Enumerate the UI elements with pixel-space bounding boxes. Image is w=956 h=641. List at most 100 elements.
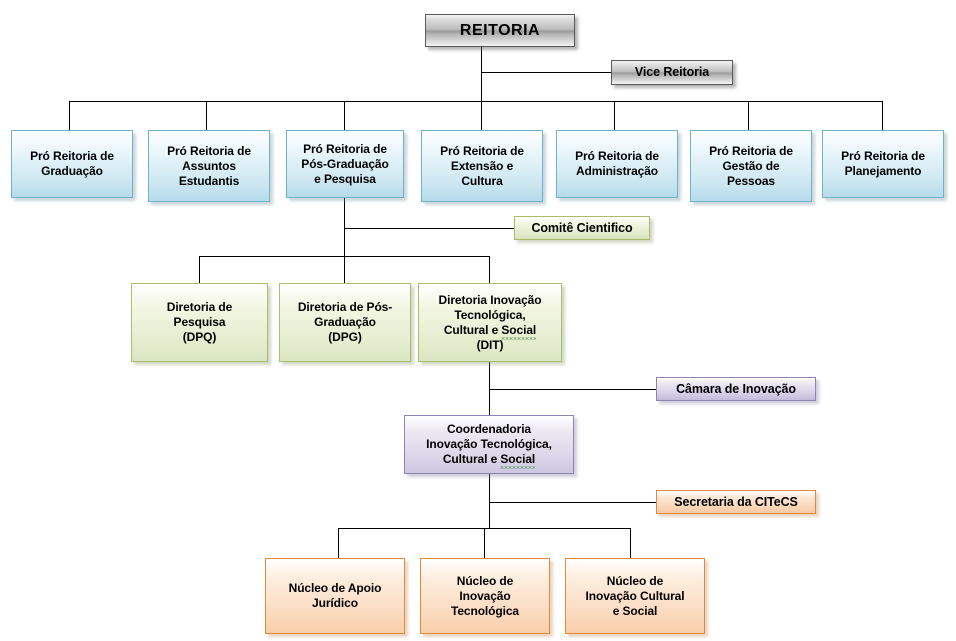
connector-root-to-vice <box>481 72 611 73</box>
node-line: Tecnológica, <box>454 307 526 322</box>
node-comite-cientifico[interactable]: Comitê Cientifico <box>514 216 650 240</box>
node-line: Pró Reitoria de <box>841 149 925 163</box>
node-line: Extensão e <box>450 158 514 173</box>
node-label: Pró Reitoria de Extensão e Cultura <box>425 144 539 189</box>
connector-drop-pro-6 <box>748 101 749 130</box>
node-line: Assuntos <box>182 158 236 173</box>
node-line: Coordenadoria <box>446 422 532 436</box>
connector-dit-stem <box>489 362 490 415</box>
node-coordenadoria-citecs[interactable]: Coordenadoria Inovação Tecnológica, Cult… <box>404 415 574 474</box>
node-vice-reitoria-label: Vice Reitoria <box>634 65 710 79</box>
node-line: Graduação <box>314 315 376 329</box>
connector-drop-diretoria-3 <box>489 256 490 283</box>
node-line: Diretoria de <box>166 300 233 314</box>
connector-posgrad-to-comite <box>344 228 514 229</box>
connector-drop-pro-5 <box>614 101 615 130</box>
connector-root-stem <box>481 46 482 101</box>
node-label: Diretoria de Pós- Graduação (DPG) <box>283 300 407 345</box>
connector-drop-diretoria-2 <box>344 256 345 283</box>
node-line: Pós-Graduação <box>301 156 389 171</box>
node-nucleo-inovacao-cultural-social[interactable]: Núcleo de Inovação Cultural e Social <box>565 558 705 634</box>
node-line: e Social <box>612 603 658 618</box>
node-line: Pessoas <box>726 173 775 188</box>
node-nucleo-inovacao-tecnologica[interactable]: Núcleo de Inovação Tecnológica <box>420 558 550 634</box>
node-label: Pró Reitoria de Assuntos Estudantis <box>152 144 266 189</box>
connector-drop-pro-2 <box>206 101 207 130</box>
node-nucleo-apoio-juridico[interactable]: Núcleo de Apoio Jurídico <box>265 558 405 634</box>
node-pro-reitoria-administracao[interactable]: Pró Reitoria de Administração <box>556 130 678 198</box>
node-label: Pró Reitoria de Gestão de Pessoas <box>694 144 808 189</box>
node-line: Pró Reitoria de <box>303 141 387 156</box>
node-diretoria-inovacao-dit[interactable]: Diretoria Inovação Tecnológica, Cultural… <box>418 283 562 362</box>
node-pro-reitoria-planejamento[interactable]: Pró Reitoria de Planejamento <box>822 130 944 198</box>
connector-level1-bus <box>69 101 883 102</box>
connector-drop-pro-3 <box>344 101 345 130</box>
node-line: e Pesquisa <box>314 171 376 186</box>
connector-drop-diretoria-1 <box>199 256 200 283</box>
connector-drop-pro-4 <box>481 101 482 130</box>
node-line: Diretoria de Pós- <box>297 300 393 314</box>
node-diretoria-pos-graduacao-dpg[interactable]: Diretoria de Pós- Graduação (DPG) <box>279 283 411 362</box>
node-line: Administração <box>575 164 659 178</box>
node-line: (DIT) <box>476 337 504 352</box>
node-pro-reitoria-pos-graduacao-pesquisa[interactable]: Pró Reitoria de Pós-Graduação e Pesquisa <box>286 130 404 198</box>
node-line: Núcleo de Apoio <box>288 581 382 595</box>
node-label: Núcleo de Inovação Tecnológica <box>424 574 546 619</box>
node-line: Pró Reitoria de <box>709 143 793 158</box>
node-line-misspelled: Cultural e Social <box>442 452 536 469</box>
node-comite-cientifico-label: Comitê Cientifico <box>531 220 633 235</box>
node-secretaria-citecs[interactable]: Secretaria da CITeCS <box>656 490 816 514</box>
node-diretoria-pesquisa-dpq[interactable]: Diretoria de Pesquisa (DPQ) <box>131 283 268 362</box>
node-label: Pró Reitoria de Graduação <box>15 149 129 179</box>
node-line: Diretoria Inovação <box>438 292 542 307</box>
node-pro-reitoria-graduacao[interactable]: Pró Reitoria de Graduação <box>11 130 133 198</box>
node-line: Tecnológica <box>450 603 520 618</box>
node-reitoria-label: REITORIA <box>459 22 541 39</box>
node-pro-reitoria-gestao-pessoas[interactable]: Pró Reitoria de Gestão de Pessoas <box>690 130 812 202</box>
node-line: Graduação <box>41 164 103 178</box>
node-label: Núcleo de Inovação Cultural e Social <box>569 574 701 619</box>
connector-drop-nucleo-3 <box>630 528 631 558</box>
node-line: Núcleo de <box>456 573 514 588</box>
node-line: Planejamento <box>844 164 922 178</box>
connector-coord-stem <box>489 474 490 528</box>
node-camara-inovacao-label: Câmara de Inovação <box>676 381 796 396</box>
spellcheck-underline: Social <box>501 322 537 340</box>
node-vice-reitoria[interactable]: Vice Reitoria <box>611 60 733 85</box>
node-line: Pró Reitoria de <box>575 149 659 163</box>
node-label: Coordenadoria Inovação Tecnológica, Cult… <box>408 422 570 469</box>
connector-coord-to-secretaria <box>489 502 656 503</box>
node-pro-reitoria-extensao-cultura[interactable]: Pró Reitoria de Extensão e Cultura <box>421 130 543 202</box>
node-label: Pró Reitoria de Planejamento <box>826 149 940 179</box>
node-reitoria[interactable]: REITORIA <box>425 14 575 47</box>
node-line: Inovação Tecnológica, <box>426 437 552 451</box>
node-camara-inovacao[interactable]: Câmara de Inovação <box>656 377 816 401</box>
node-line: Cultura <box>461 173 503 188</box>
node-line: Pesquisa <box>173 315 226 329</box>
node-line: Estudantis <box>178 173 240 188</box>
node-line: Inovação Cultural <box>585 588 685 603</box>
node-line: (DPQ) <box>182 330 217 344</box>
node-line-misspelled: Cultural e Social <box>443 322 537 340</box>
node-pro-reitoria-assuntos-estudantis[interactable]: Pró Reitoria de Assuntos Estudantis <box>148 130 270 202</box>
node-label: Pró Reitoria de Administração <box>560 149 674 179</box>
node-line: Jurídico <box>312 596 358 610</box>
node-line: Pró Reitoria de <box>440 143 524 158</box>
node-label: Diretoria Inovação Tecnológica, Cultural… <box>422 293 558 353</box>
node-line: Inovação <box>459 588 511 603</box>
node-line: Pró Reitoria de <box>30 149 114 163</box>
connector-dit-to-camara <box>489 389 656 390</box>
spellcheck-underline: Social <box>500 452 536 469</box>
connector-drop-pro-7 <box>882 101 883 130</box>
connector-posgrad-stem <box>344 198 345 256</box>
node-label: Núcleo de Apoio Jurídico <box>269 581 401 611</box>
node-line: Pró Reitoria de <box>167 143 251 158</box>
node-line: (DPG) <box>328 330 362 344</box>
node-line: Núcleo de <box>606 573 664 588</box>
node-label: Diretoria de Pesquisa (DPQ) <box>135 300 264 345</box>
node-secretaria-citecs-label: Secretaria da CITeCS <box>674 494 798 509</box>
node-line: Gestão de <box>722 158 780 173</box>
node-label: Pró Reitoria de Pós-Graduação e Pesquisa <box>290 142 400 187</box>
connector-drop-nucleo-1 <box>338 528 339 558</box>
